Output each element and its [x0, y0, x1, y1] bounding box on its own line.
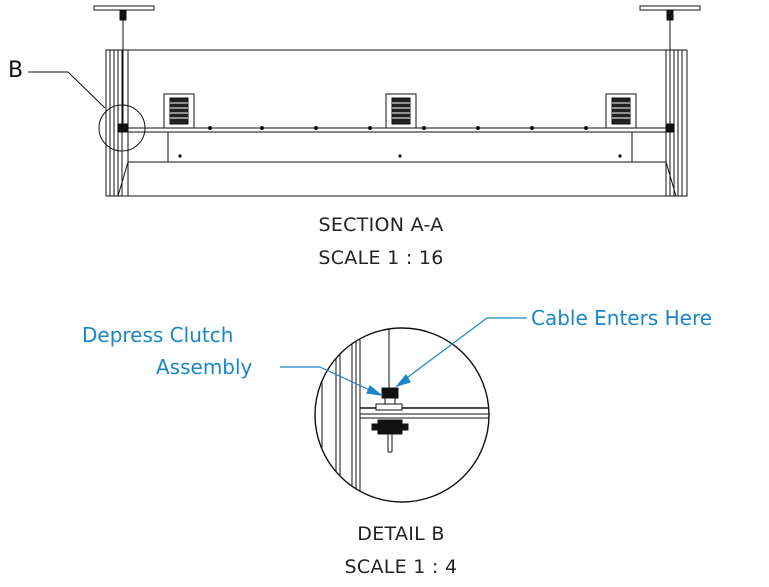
- callout-cable-enters: Cable Enters Here: [531, 306, 713, 330]
- detail-b-view: [314, 327, 490, 503]
- clutch-leader-arrowhead: [366, 385, 384, 396]
- detail-scale: SCALE 1 : 4: [344, 556, 458, 578]
- driver-left: [163, 93, 195, 129]
- housing-body: [127, 127, 667, 163]
- clutch-leader-diagonal: [319, 366, 375, 393]
- driver-right: [605, 93, 637, 129]
- cable-leader-diagonal: [403, 317, 488, 381]
- driver-center: [385, 93, 417, 129]
- fixture-outline: [105, 49, 688, 197]
- callout-depress-clutch-line1: Depress Clutch: [82, 323, 234, 347]
- left-cable-hanger: [93, 5, 155, 128]
- right-cable-hanger: [639, 5, 701, 128]
- detail-b-marker-label: B: [8, 58, 24, 83]
- callout-leaders: [280, 317, 527, 396]
- section-a-a-view: [28, 5, 701, 197]
- detail-title: DETAIL B: [357, 523, 445, 545]
- cable-leader-arrowhead: [395, 373, 411, 388]
- detail-b-boundary: [314, 327, 490, 503]
- detail-b-circle: [98, 104, 146, 152]
- callout-depress-clutch-line2: Assembly: [156, 355, 253, 379]
- clutch-assembly: [371, 387, 409, 453]
- section-title: SECTION A-A: [318, 214, 444, 236]
- section-scale: SCALE 1 : 16: [318, 247, 444, 269]
- detail-b-leader: [28, 71, 106, 109]
